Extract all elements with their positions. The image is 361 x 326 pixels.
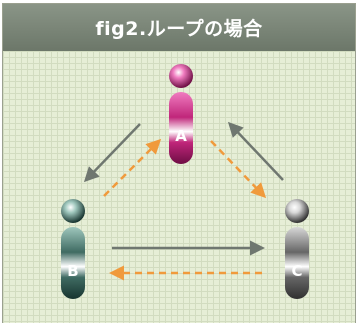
node-c-body (285, 227, 309, 299)
node-c: C (285, 199, 309, 299)
arrow-b-to-a (103, 138, 162, 197)
node-b-body (61, 227, 85, 299)
arrow-a-to-c (210, 140, 267, 199)
node-a: A (169, 64, 193, 164)
node-b: B (61, 199, 85, 299)
arrow-a-to-b (83, 123, 141, 183)
arrow-c-to-a (227, 121, 284, 181)
node-b-head (61, 199, 85, 223)
nodes-layer: A B C (61, 64, 309, 299)
node-c-label: C (291, 262, 302, 280)
node-b-label: B (67, 262, 78, 280)
node-a-label: A (175, 127, 187, 145)
figure-title: fig2.ループの場合 (3, 4, 355, 51)
node-c-head (285, 199, 309, 223)
arrows-layer (83, 121, 284, 281)
node-a-body (169, 92, 193, 164)
node-a-head (169, 64, 193, 88)
